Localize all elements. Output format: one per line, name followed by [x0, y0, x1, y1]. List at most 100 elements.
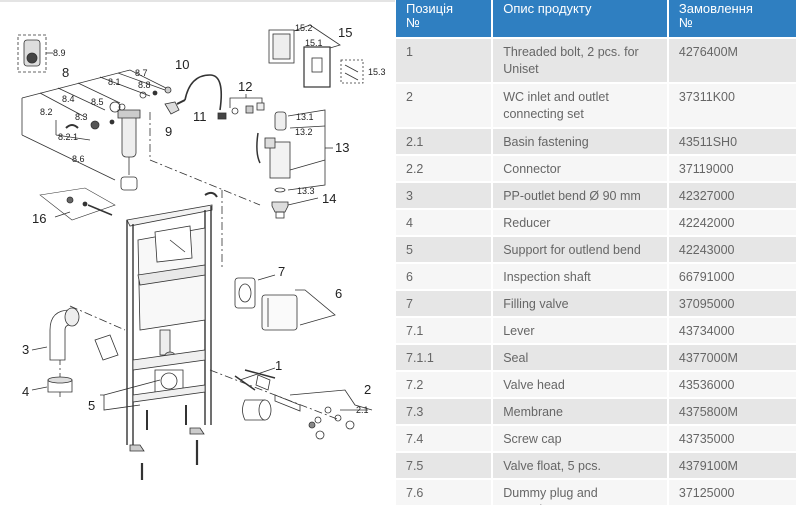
part-16-group — [39, 187, 116, 221]
diagram-label: 12 — [238, 79, 252, 94]
diagram-label: 13.1 — [296, 112, 314, 122]
diagram-label: 8.5 — [91, 97, 104, 107]
diagram-label: 11 — [193, 109, 207, 124]
cell-position: 5 — [396, 237, 492, 262]
diagram-label: 8.2.1 — [58, 132, 78, 142]
cell-position: 7.3 — [396, 399, 492, 424]
cell-description: Membrane — [493, 399, 667, 424]
cell-position: 1 — [396, 39, 492, 82]
header-position-label: Позиція — [406, 1, 454, 16]
cell-order: 4276400M — [668, 39, 796, 82]
diagram-label: 14 — [322, 191, 336, 206]
cell-position: 7 — [396, 291, 492, 316]
part-6-7-group — [234, 274, 336, 331]
diagram-label: 1 — [275, 358, 282, 373]
diagram-label: 2.1 — [356, 405, 369, 415]
part-8-9-inset — [17, 34, 53, 73]
part-14-group — [271, 197, 319, 219]
cell-description: Seal — [493, 345, 667, 370]
diagram-label: 15.3 — [368, 67, 386, 77]
diagram-label: 8 — [62, 65, 69, 80]
cell-description: Threaded bolt, 2 pcs. for Uniset — [493, 39, 667, 82]
cell-order: 42243000 — [668, 237, 796, 262]
cell-description: Valve head — [493, 372, 667, 397]
cell-description: Connector — [493, 156, 667, 181]
cell-order: 43734000 — [668, 318, 796, 343]
diagram-label: 9 — [165, 124, 172, 139]
diagram-label: 13.3 — [297, 186, 315, 196]
cell-description: Lever — [493, 318, 667, 343]
cell-description: Support for outlend bend — [493, 237, 667, 262]
cell-description: Basin fastening — [493, 129, 667, 154]
cell-order: 37095000 — [668, 291, 796, 316]
cell-description: Dummy plug and escutcheon — [493, 480, 667, 505]
part-15-group — [268, 24, 364, 88]
diagram-label: 8.7 — [135, 68, 148, 78]
cell-description: Valve float, 5 pcs. — [493, 453, 667, 478]
diagram-label: 8.8 — [138, 80, 151, 90]
diagram-label: 8.9 — [53, 48, 66, 58]
header-position-symbol: № — [406, 15, 420, 30]
cell-order: 42327000 — [668, 183, 796, 208]
diagram-label: 15 — [338, 25, 352, 40]
diagram-label: 8.1 — [108, 77, 121, 87]
part-5-leader — [100, 379, 161, 411]
cell-order: 43735000 — [668, 426, 796, 451]
part-3-4-group — [31, 307, 119, 393]
cell-position: 6 — [396, 264, 492, 289]
diagram-label: 2 — [364, 382, 371, 397]
diagram-label: 3 — [22, 342, 29, 357]
cell-position: 7.1.1 — [396, 345, 492, 370]
cell-position: 2.1 — [396, 129, 492, 154]
installation-frame — [126, 191, 218, 480]
diagram-label: 15.1 — [305, 38, 323, 48]
diagram-label: 16 — [32, 211, 46, 226]
diagram-label: 8.4 — [62, 94, 75, 104]
diagram-label: 7 — [278, 264, 285, 279]
cell-position: 7.5 — [396, 453, 492, 478]
cell-description: Reducer — [493, 210, 667, 235]
cell-position: 7.6 — [396, 480, 492, 505]
cell-order: 37125000 — [668, 480, 796, 505]
diagram-label: 8.3 — [75, 112, 88, 122]
cell-order: 42242000 — [668, 210, 796, 235]
diagram-label: 13 — [335, 140, 349, 155]
cell-description: PP-outlet bend Ø 90 mm — [493, 183, 667, 208]
cell-position: 2.2 — [396, 156, 492, 181]
cell-order: 43511SH0 — [668, 129, 796, 154]
part-1-2-group — [234, 367, 373, 440]
header-order-label: Замовлення — [678, 1, 753, 16]
part-8-leader-group — [21, 69, 172, 191]
cell-order: 4379100M — [668, 453, 796, 478]
diagram-label: 4 — [22, 384, 29, 399]
cell-order: 66791000 — [668, 264, 796, 289]
top-divider — [0, 0, 395, 2]
diagram-label: 6 — [335, 286, 342, 301]
cell-position: 4 — [396, 210, 492, 235]
header-description: Опис продукту — [493, 0, 667, 37]
diagram-label: 13.2 — [295, 127, 313, 137]
cell-description: Filling valve — [493, 291, 667, 316]
diagram-label: 8.6 — [72, 154, 85, 164]
diagram-label: 15.2 — [295, 23, 313, 33]
diagram-label: 5 — [88, 398, 95, 413]
header-order-symbol: № — [678, 15, 693, 30]
cell-order: 4377000M — [668, 345, 796, 370]
